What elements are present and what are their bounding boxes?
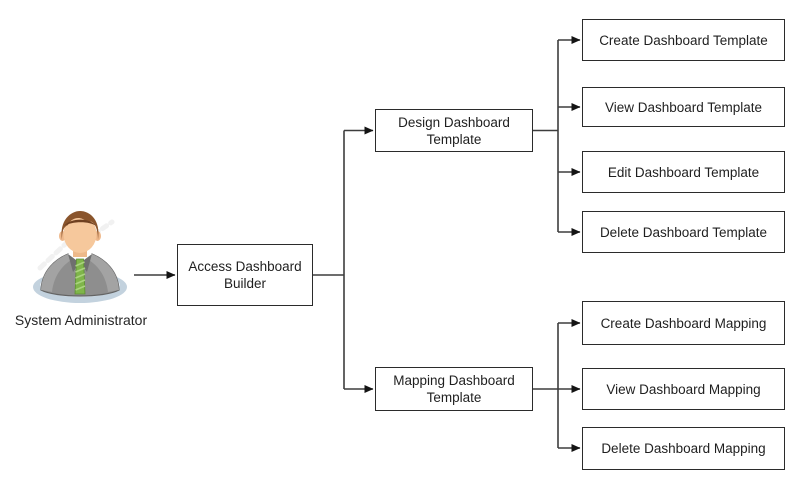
node-view-dashboard-template: View Dashboard Template: [582, 87, 785, 127]
node-design-dashboard-template: Design Dashboard Template: [375, 109, 533, 152]
node-edit-dashboard-template: Edit Dashboard Template: [582, 151, 785, 193]
node-access-dashboard-builder: Access Dashboard Builder: [177, 244, 313, 306]
node-label: View Dashboard Mapping: [606, 381, 761, 397]
node-view-dashboard-mapping: View Dashboard Mapping: [582, 368, 785, 410]
actor-label: System Administrator: [14, 312, 148, 328]
administrator-person-icon: [33, 211, 127, 303]
node-delete-dashboard-mapping: Delete Dashboard Mapping: [582, 427, 785, 470]
node-label: View Dashboard Template: [604, 99, 763, 115]
node-label: Design Dashboard Template: [398, 114, 510, 147]
node-label: Delete Dashboard Template: [599, 224, 768, 240]
node-label: Create Dashboard Mapping: [600, 315, 767, 331]
node-label: Access Dashboard Builder: [188, 259, 302, 291]
node-mapping-dashboard-template: Mapping Dashboard Template: [375, 367, 533, 411]
node-label: Delete Dashboard Mapping: [601, 441, 766, 456]
node-label: Create Dashboard Template: [599, 32, 768, 48]
node-label: Edit Dashboard Template: [607, 164, 760, 180]
node-create-dashboard-template: Create Dashboard Template: [582, 19, 785, 61]
node-create-dashboard-mapping: Create Dashboard Mapping: [582, 301, 785, 345]
node-delete-dashboard-template: Delete Dashboard Template: [582, 211, 785, 253]
node-label: Mapping Dashboard Template: [393, 373, 515, 405]
